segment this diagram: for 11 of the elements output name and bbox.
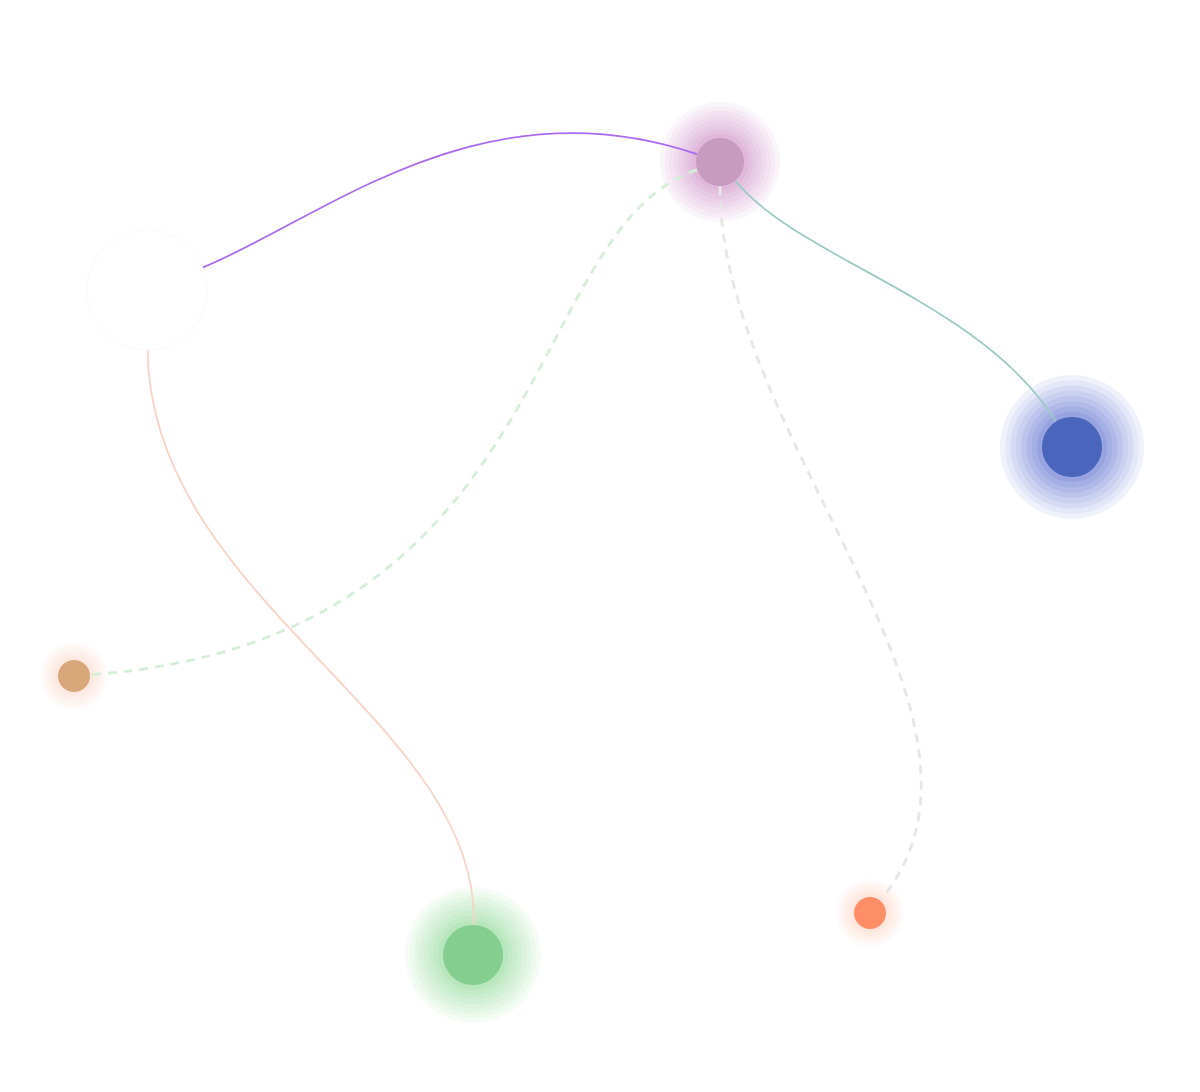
dot [58,660,90,692]
connector [146,349,475,926]
dot [86,229,208,351]
dot [854,897,886,929]
dot [443,925,503,985]
connector [734,180,1057,423]
connector [718,186,922,902]
connector [202,132,698,269]
connector [90,168,698,677]
dot [1042,417,1102,477]
dot [696,138,744,186]
